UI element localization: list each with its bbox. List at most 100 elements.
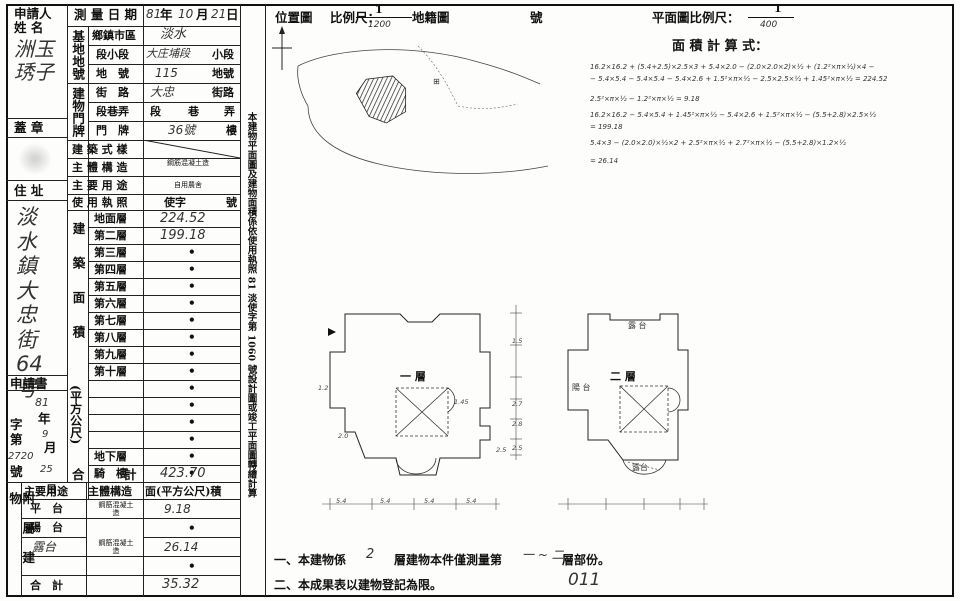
annex-usage: 陽 台 <box>30 521 63 534</box>
section-label: 段小段 <box>96 48 129 61</box>
license-label: 使 用 執 照 <box>72 196 128 209</box>
dimension-label: 2.5 <box>512 444 523 452</box>
door-label: 建物門牌 <box>70 87 86 137</box>
location-scale-label: 比例尺： <box>330 10 381 25</box>
floor-area-value: • <box>188 296 196 310</box>
annex-head-area: 面(平方公尺)積 <box>145 485 222 498</box>
grid-line <box>67 158 240 159</box>
dimension-label: 2.0 <box>338 432 349 440</box>
floor-area-value: • <box>188 330 196 344</box>
annex-area: 26.14 <box>164 540 199 554</box>
grid-line <box>21 537 86 538</box>
location-scale-num: 1 <box>375 3 383 16</box>
address-value: 淡水鎮大忠街64号 <box>16 205 43 401</box>
land-no-suffix: 地號 <box>212 67 234 80</box>
grid-line <box>67 194 240 195</box>
grid-line <box>67 210 240 211</box>
note-1-part-a: 一、本建物係 <box>274 553 347 567</box>
cadastral-hao: 號 <box>530 10 543 25</box>
dimension-label: 1.2 <box>318 384 329 392</box>
license-suffix: 號 <box>226 196 237 209</box>
floor-area-value: • <box>188 347 196 361</box>
applicant-name-label: 姓 名 <box>14 20 44 35</box>
dimension-label: 1.45 <box>454 398 469 406</box>
floor-name: 地面層 <box>94 212 127 225</box>
floor-name: 騎 樓 <box>94 467 127 480</box>
calc-line: = 199.18 <box>590 123 623 131</box>
calc-line: 16.2×16.2 − 5.4×5.4 + 1.45²×π×½ − 5.4×2.… <box>590 111 876 119</box>
calc-line: = 26.14 <box>590 157 619 165</box>
total-label-1: 合 <box>72 467 85 482</box>
survey-month: 10 <box>178 7 194 21</box>
dimension-label: 5.4 <box>380 497 391 505</box>
floor-area-value: • <box>188 449 196 463</box>
calc-line: 2.5²×π×½ − 1.2²×π×½ = 9.18 <box>590 95 700 103</box>
grid-line <box>6 118 67 119</box>
street-suffix: 街路 <box>212 86 234 99</box>
floor-area-value: • <box>188 381 196 395</box>
floor-plan-2: 二 層 露 台 陽 台 露台 <box>558 313 708 510</box>
grid-line <box>67 140 240 141</box>
survey-day-char: 日 <box>226 7 239 22</box>
dimension-label: 1.5 <box>512 337 523 345</box>
grid-line <box>143 4 144 499</box>
lane-nong: 弄 <box>224 105 235 118</box>
lane-label: 段巷弄 <box>96 105 129 118</box>
usage-value: 自用農舍 <box>174 181 202 189</box>
grid-line <box>143 482 144 597</box>
floor-area-value: • <box>188 466 196 480</box>
location-map-sketch: ⊞ <box>272 26 549 174</box>
application-day: 25 <box>40 464 53 475</box>
floor-area-value: 224.52 <box>160 211 206 226</box>
grid-line <box>6 180 67 181</box>
plan1-label: 一 層 <box>400 370 426 383</box>
floor-name: 第七層 <box>94 314 127 327</box>
note-2: 二、本成果表以建物登記為限。 <box>274 578 443 592</box>
land-label: 基地地號 <box>70 30 86 80</box>
form-frame <box>6 4 954 597</box>
grid-line <box>6 200 67 201</box>
annex-head-usage: 主要用途 <box>24 485 68 498</box>
diagonal-strike <box>143 140 240 158</box>
floor-name: 地下層 <box>94 450 127 463</box>
grid-line <box>88 278 240 279</box>
section-suffix: 小段 <box>212 48 234 61</box>
floorplan-fraction-line <box>748 17 794 18</box>
annex-head-struct: 主體構造 <box>88 485 132 498</box>
grid-line <box>21 556 240 557</box>
grid-line <box>6 390 67 391</box>
grid-line <box>88 102 240 103</box>
floor-area-value: • <box>188 313 196 327</box>
address-label: 住 址 <box>14 183 44 198</box>
grid-line <box>67 26 240 27</box>
grid-line <box>240 4 241 597</box>
grid-line <box>88 121 240 122</box>
dimension-column <box>510 305 522 460</box>
floor-name: 第二層 <box>94 229 127 242</box>
land-no-label: 地 號 <box>96 67 129 80</box>
style-label: 建 築 式 樣 <box>72 143 128 156</box>
annex-side-label: 附屬建物 <box>7 492 36 581</box>
dimension-label: 5.4 <box>336 497 347 505</box>
grid-line <box>67 176 240 177</box>
door-no-suffix: 樓 <box>226 124 237 137</box>
floorplan-scale-num: 1 <box>774 2 782 15</box>
total-label-2: 計 <box>124 467 137 482</box>
annex-structure: 鋼筋混凝土造 <box>98 539 134 555</box>
door-no-value: 36號 <box>168 123 196 137</box>
street-label: 街 路 <box>96 86 129 99</box>
annex-total-label: 合 計 <box>30 579 63 592</box>
floor-name: 第四層 <box>94 263 127 276</box>
lane-duan: 段 <box>150 105 161 118</box>
grid-line <box>67 4 68 482</box>
grid-line <box>21 499 240 500</box>
annex-usage: 露台 <box>32 540 57 554</box>
grid-line <box>88 465 240 466</box>
note-1-fill-2: 一 ~ 二 <box>522 548 564 562</box>
annex-area: • <box>188 559 196 573</box>
survey-month-char: 月 <box>196 7 209 22</box>
grid-line <box>88 414 240 415</box>
plan2-terrace-label: 露台 <box>632 462 648 472</box>
applicant-name: 洲玉琇子 <box>14 37 54 84</box>
page-number: 011 <box>568 570 601 590</box>
